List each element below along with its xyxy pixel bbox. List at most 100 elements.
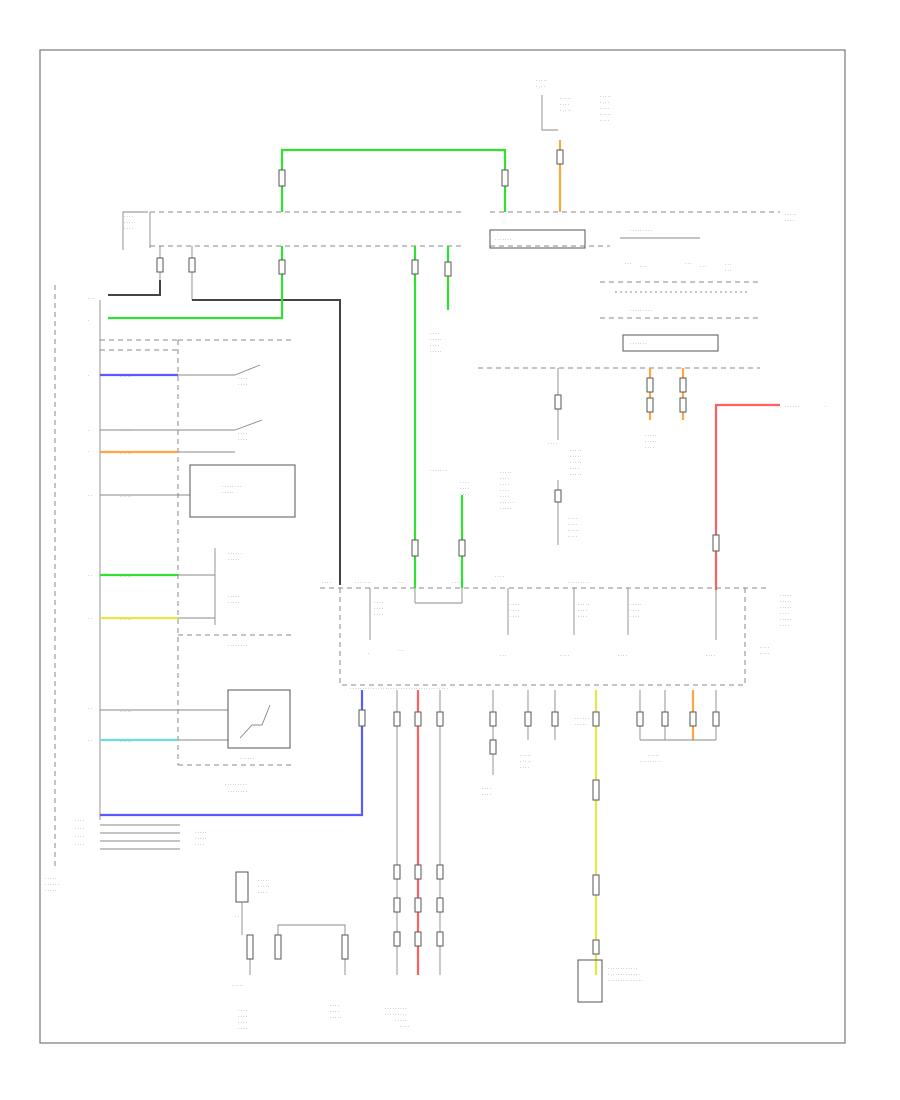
svg-text:· · · · ·: · · · · · [120, 494, 131, 499]
top-bus: · · · · · · · · · · · · · · · · · · · · … [122, 211, 796, 250]
svg-text:· · · · · · · · · · · ·: · · · · · · · · · · · · [608, 966, 637, 971]
svg-text:· · · · · · · · ·: · · · · · · · · · [385, 1006, 407, 1011]
svg-text:· · · ·: · · · · [706, 653, 715, 658]
svg-text:· · · · ·: · · · · · [500, 470, 511, 475]
svg-text:· · · ·: · · · · [780, 611, 789, 616]
svg-text:· · · ·: · · · · [568, 534, 577, 539]
svg-text:· · · ·: · · · · [238, 1008, 247, 1013]
svg-text:· · · · ·: · · · · · [570, 448, 581, 453]
svg-text:· · ·: · · · [725, 268, 731, 273]
svg-text:· · · ·: · · · · [374, 606, 383, 611]
svg-text:· · · ·: · · · · [520, 765, 529, 770]
svg-text:·: · [88, 428, 89, 433]
svg-text:· · · · ·: · · · · · [780, 617, 791, 622]
svg-text:· · · · ·: · · · · · [120, 739, 131, 744]
svg-text:· · · ·: · · · · [785, 218, 794, 223]
svg-text:· · · ·: · · · · [780, 623, 789, 628]
svg-text:· · · ·: · · · · [238, 431, 247, 436]
svg-text:· · · · ·: · · · · · [600, 94, 611, 99]
svg-text:· · · · · · ·: · · · · · · · [495, 237, 512, 242]
svg-text:· ·: · · [88, 493, 92, 498]
svg-text:· · · ·: · · · · [600, 118, 609, 123]
orange-top-wire: · · · · · · · · · · · · · · · · · · · · … [536, 78, 611, 212]
svg-text:· · · · ·: · · · · · [228, 594, 239, 599]
svg-text:· · · · · ·: · · · · · · [240, 756, 254, 761]
svg-text:· · · ·: · · · · [495, 574, 504, 579]
svg-text:· · · · ·: · · · · · [785, 212, 796, 217]
svg-text:· · · · ·: · · · · · [520, 759, 531, 764]
svg-text:· · · ·: · · · · [124, 214, 133, 219]
svg-text:· · · · · ·: · · · · · · [500, 500, 514, 505]
svg-text:·: · [88, 318, 89, 323]
svg-text:· · · · ·: · · · · · [780, 605, 791, 610]
svg-text:· · · · ·: · · · · · [124, 220, 135, 225]
svg-text:· · · · ·: · · · · · [570, 472, 581, 477]
diagram-frame [39, 49, 846, 1044]
svg-text:· · · ·: · · · · [330, 1003, 339, 1008]
svg-text:· · · ·: · · · · [568, 516, 577, 521]
svg-text:· · · · ·: · · · · · [228, 557, 239, 562]
svg-text:· · · · ·: · · · · · [645, 433, 656, 438]
svg-text:· · · ·: · · · · [560, 102, 569, 107]
svg-text:· · · ·: · · · · [500, 476, 509, 481]
svg-text:· · · ·: · · · · [330, 1009, 339, 1014]
svg-text:· · · ·: · · · · [75, 834, 84, 839]
svg-text:· · · ·: · · · · [75, 826, 84, 831]
svg-text:· · · · · ·: · · · · · · [575, 716, 589, 721]
svg-text:· · · · ·: · · · · · [520, 753, 531, 758]
svg-text:· ·: · · [88, 706, 92, 711]
svg-text:· · · ·: · · · · [482, 792, 491, 797]
svg-text:· · · ·: · · · · [630, 614, 639, 619]
svg-text:· · · · ·: · · · · · [560, 96, 571, 101]
svg-text:· · · ·: · · · · [760, 645, 769, 650]
svg-text:· · · ·: · · · · [510, 614, 519, 619]
svg-text:· · · · ·: · · · · · [120, 428, 131, 433]
svg-text:· · · · ·: · · · · · [120, 574, 131, 579]
svg-text:· · · · ·: · · · · · [575, 722, 586, 727]
svg-text:· · · ·: · · · · [75, 842, 84, 847]
svg-text:· · ·: · · · [640, 264, 646, 269]
svg-text:· · · · · ·: · · · · · · [228, 551, 242, 556]
svg-text:· · · · ·: · · · · · [222, 490, 233, 495]
lower-outputs: · · · · · · · · · · · · · · · · · · · · … [385, 690, 720, 1029]
svg-text:· · ·: · · · [725, 262, 731, 267]
svg-text:· · · ·: · · · · [510, 608, 519, 613]
svg-text:· · · ·: · · · · [645, 445, 654, 450]
svg-text:· · · · · · · · ·: · · · · · · · · · [630, 228, 652, 233]
svg-text:· · · · · · ·: · · · · · · · [355, 580, 372, 585]
bus-drops: · · · · · · · · · · · · · · · · · · [108, 246, 452, 588]
transistor-block: · · · · · · · · · · · · · · · · · · · · … [100, 689, 295, 794]
svg-text:· · · · ·: · · · · · [630, 602, 641, 607]
svg-text:· · · ·: · · · · [560, 653, 569, 658]
svg-text:· · · ·: · · · · [374, 600, 383, 605]
svg-text:· · · ·: · · · · [374, 612, 383, 617]
svg-text:· · · ·: · · · · [258, 878, 267, 883]
svg-text:· · · · ·: · · · · · [228, 600, 239, 605]
svg-text:· · · ·: · · · · [460, 492, 469, 497]
svg-text:· · · · · · · · · · · · · ·: · · · · · · · · · · · · · · [608, 978, 642, 983]
svg-text:· · ·: · · · [700, 264, 706, 269]
left-harness: · · · · · · · · · · · · · · · · · [54, 285, 178, 870]
svg-text:· · · · · · · · ·: · · · · · · · · · [225, 782, 247, 787]
center-sensor-wire: · · · · · · · · · · · · · · · · · · · · … [548, 368, 581, 545]
svg-text:·: · [368, 651, 369, 656]
svg-text:· · · ·: · · · · [75, 818, 84, 823]
svg-text:· · · ·: · · · · [578, 614, 587, 619]
svg-text:· · · · ·: · · · · · [578, 602, 589, 607]
svg-text:· · · ·: · · · · [600, 106, 609, 111]
red-wire-right: · · · · · · · [712, 403, 826, 590]
svg-text:· ·: · · [88, 616, 92, 621]
svg-text:· · · · · · · · ·: · · · · · · · · · [630, 308, 652, 313]
svg-text:· · · · ·: · · · · · [45, 876, 56, 881]
svg-text:· · · ·: · · · · [430, 331, 439, 336]
svg-text:· · · ·: · · · · [570, 466, 579, 471]
svg-text:· · · ·: · · · · [460, 486, 469, 491]
svg-text:· ·: · · [235, 914, 239, 919]
svg-text:· · · ·: · · · · [238, 437, 247, 442]
svg-text:· · ·: · · · [88, 296, 94, 301]
svg-text:· · · · ·: · · · · · [195, 830, 206, 835]
svg-text:· · · ·: · · · · [238, 1026, 247, 1031]
svg-text:·: · [88, 449, 89, 454]
connector-block-top [489, 229, 586, 249]
